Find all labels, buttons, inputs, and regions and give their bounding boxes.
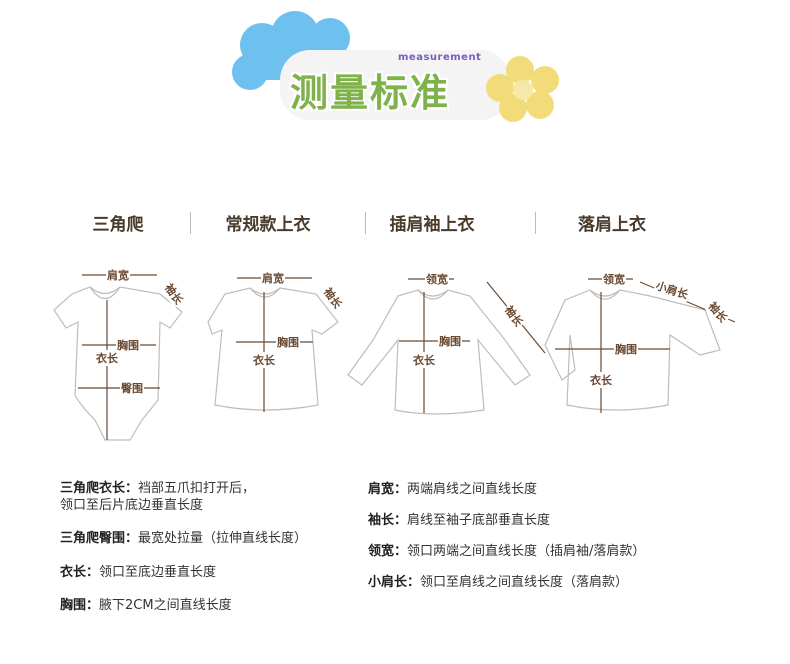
label-neck-width: 领宽 (425, 271, 449, 287)
desc-length: 衣长：领口至底边垂直长度 (60, 565, 217, 580)
column-heading-onesie: 三角爬 (92, 215, 144, 235)
desc-sleeve: 袖长：肩线至袖子底部垂直长度 (368, 513, 551, 528)
label-shoulder-width: 肩宽 (106, 267, 130, 283)
column-heading-regular: 常规款上衣 (225, 215, 311, 235)
raglan-outline (347, 289, 531, 415)
label-chest: 胸围 (614, 341, 638, 357)
column-heading-raglan: 插肩袖上衣 (389, 215, 475, 235)
desc-chest: 胸围：腋下2CM之间直线长度 (60, 598, 232, 613)
label-hip: 臀围 (120, 380, 144, 396)
flower-icon (486, 56, 559, 122)
desc-shoulder: 肩宽：两端肩线之间直线长度 (368, 482, 538, 497)
divider (535, 212, 536, 234)
dropped-outline (544, 289, 721, 411)
cloud-icon (232, 11, 350, 90)
desc-onesie-length: 三角爬衣长：裆部五爪扣打开后，领口至后片底边垂直长度 (60, 481, 256, 513)
header-title: 测量标准 (290, 71, 451, 115)
regular-outline (207, 287, 339, 411)
label-shoulder-width: 肩宽 (261, 270, 285, 286)
divider (190, 212, 191, 234)
column-heading-dropped: 落肩上衣 (578, 215, 646, 235)
header-decoration (232, 11, 559, 122)
label-length: 衣长 (95, 350, 119, 366)
label-chest: 胸围 (276, 334, 300, 350)
desc-neck: 领宽：领口两端之间直线长度（插肩袖/落肩款） (368, 544, 646, 559)
label-length: 衣长 (412, 352, 436, 368)
divider (365, 212, 366, 234)
label-chest: 胸围 (438, 333, 462, 349)
desc-small-shoulder: 小肩长：领口至肩线之间直线长度（落肩款） (368, 575, 629, 590)
title-backdrop (280, 50, 510, 120)
label-length: 衣长 (252, 352, 276, 368)
label-chest: 胸围 (116, 337, 140, 353)
label-neck-width: 领宽 (602, 271, 626, 287)
label-length: 衣长 (589, 372, 613, 388)
desc-onesie-hip: 三角爬臀围：最宽处拉量（拉伸直线长度） (60, 531, 308, 546)
header-subtitle: measurement (398, 52, 482, 63)
onesie-outline (53, 286, 183, 441)
